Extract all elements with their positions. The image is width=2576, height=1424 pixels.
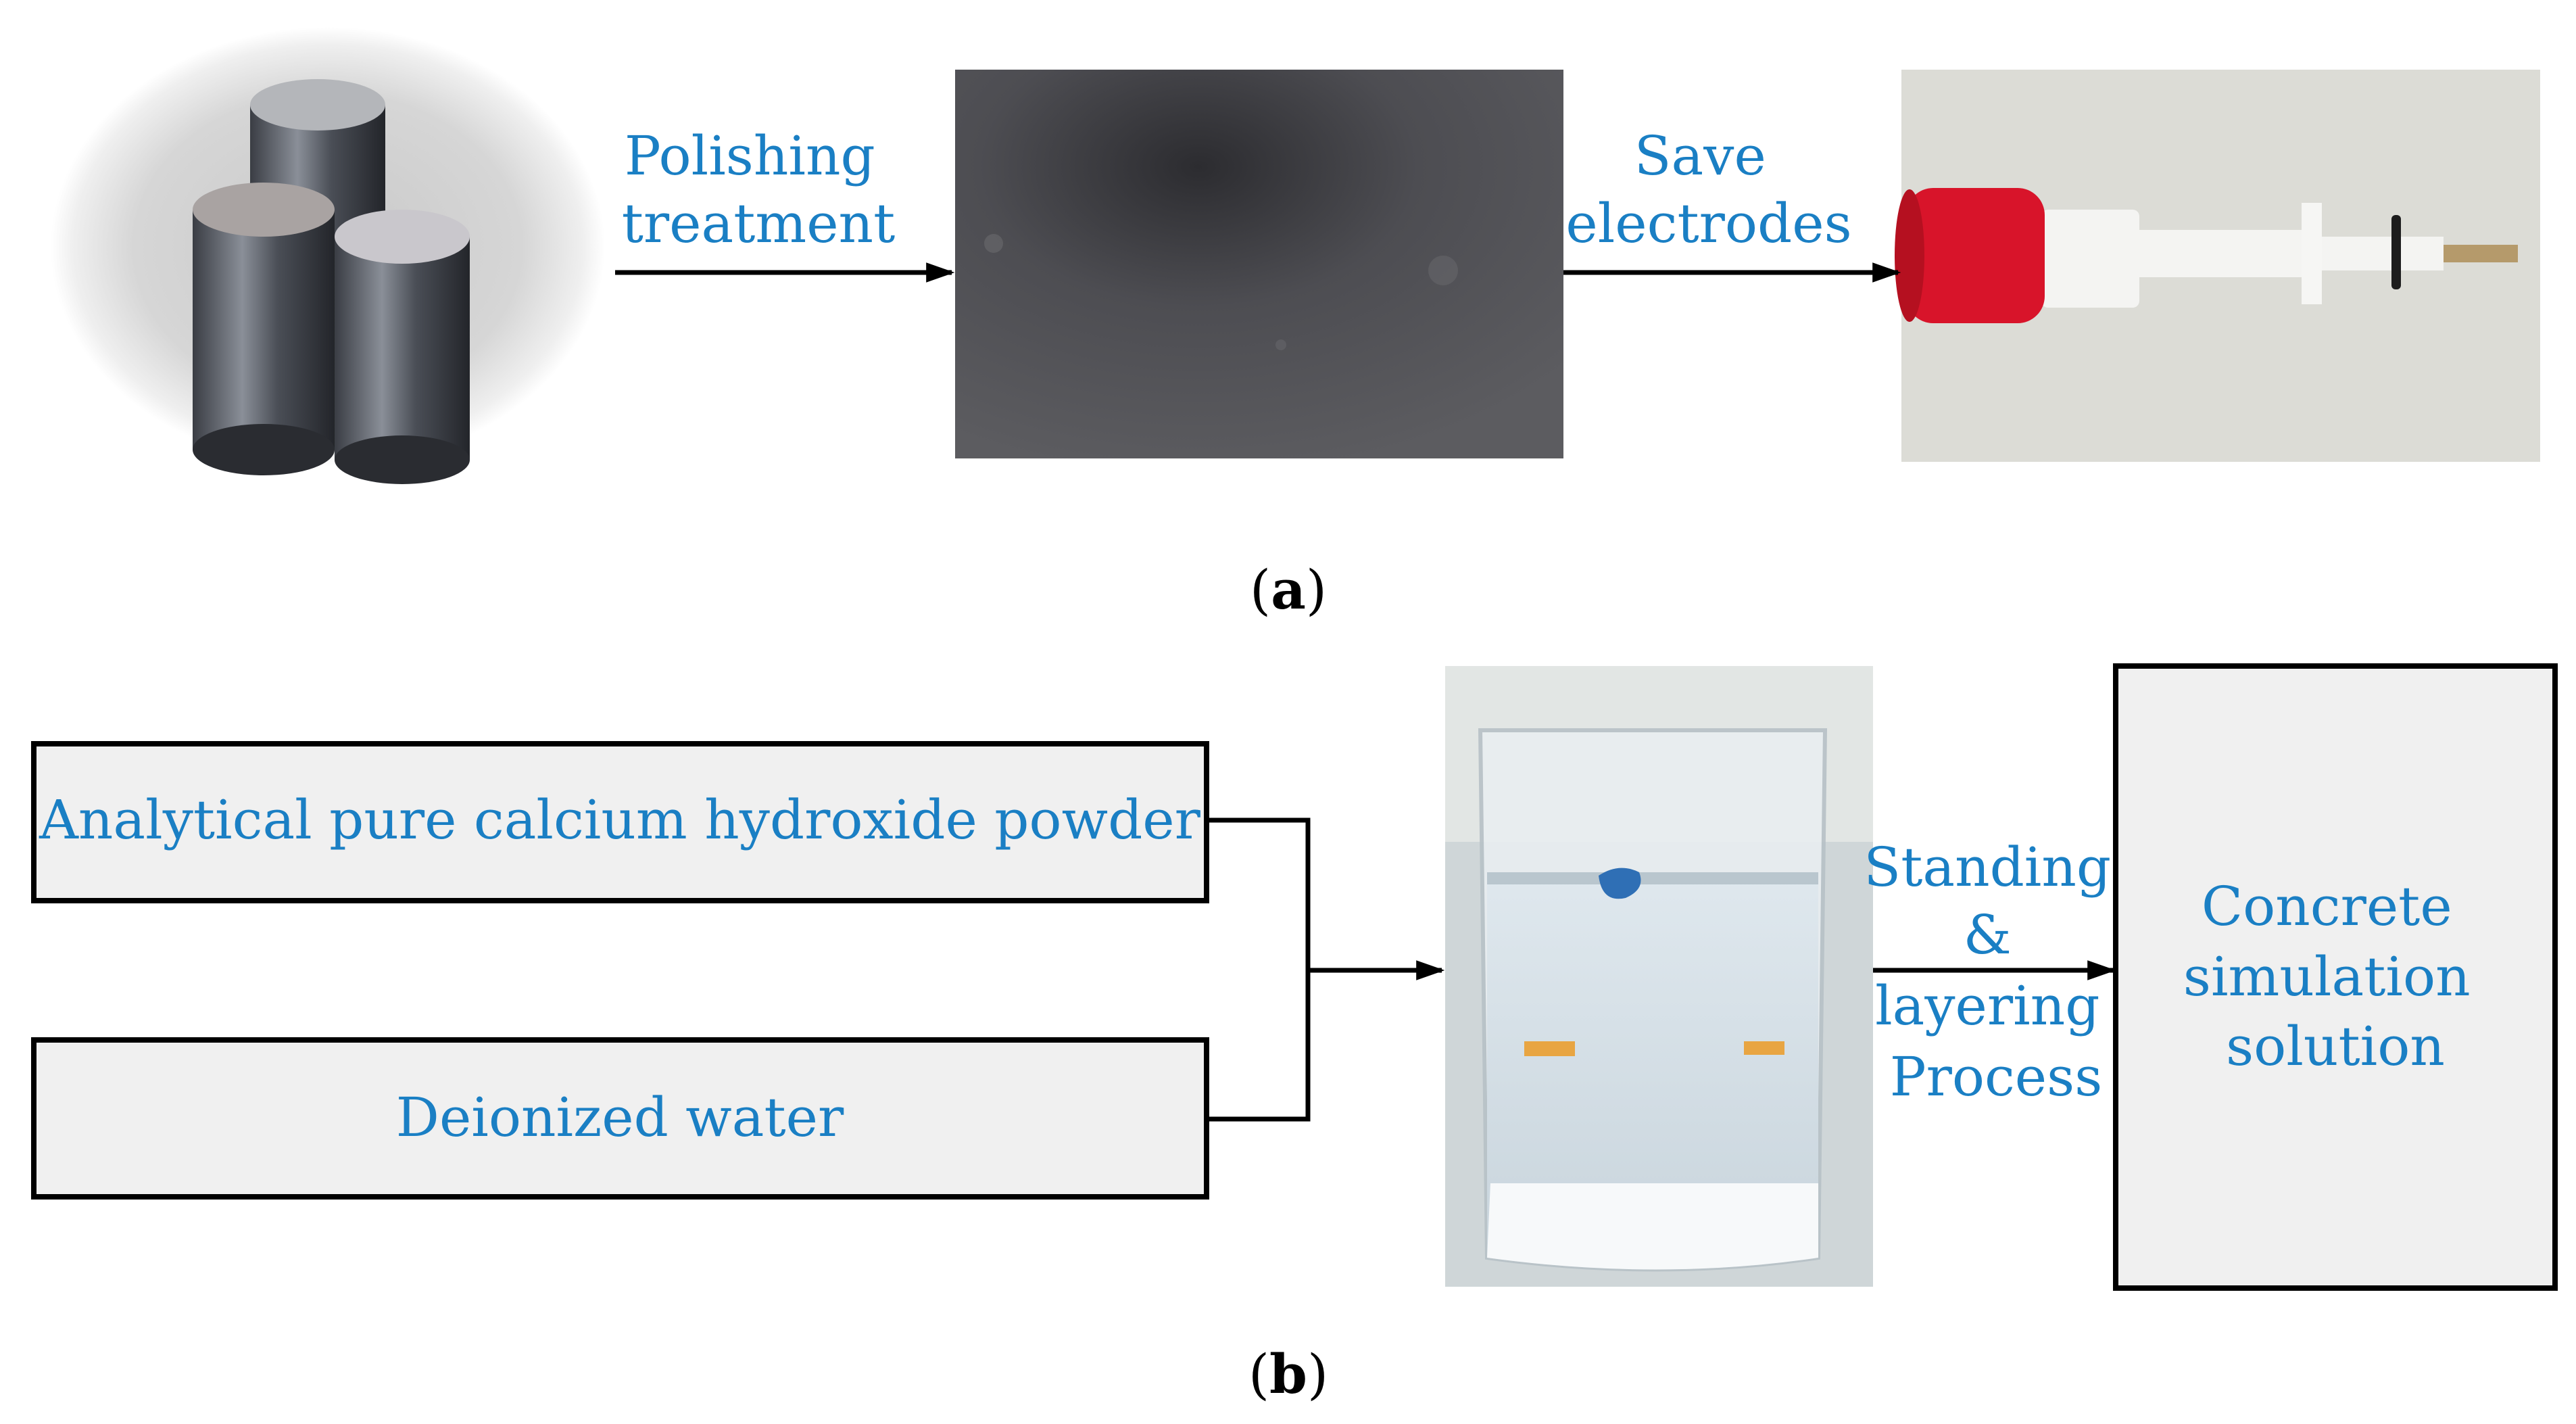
photo-steel-cylinders — [51, 27, 605, 484]
caption-b: (b) — [1248, 1342, 1328, 1406]
label-deionized-water: Deionized water — [396, 1086, 844, 1149]
box-concrete-simulation-solution — [2113, 663, 2558, 1291]
photo-electrode — [1895, 70, 2540, 462]
photo-polished-surface — [955, 70, 1563, 458]
connector-merge — [1207, 817, 1445, 1122]
photo-beaker — [1445, 666, 1873, 1287]
label-calcium-hydroxide: Analytical pure calcium hydroxide powder — [39, 788, 1200, 851]
box-calcium-hydroxide — [31, 741, 1209, 903]
label-concrete-simulation-solution: Concrete simulation solution — [2183, 875, 2487, 1078]
label-standing-layering-process: Standing & layering Process — [1864, 836, 2128, 1108]
label-polishing-treatment: Polishing treatment — [622, 124, 895, 255]
label-save-electrodes: Save electrodes — [1565, 124, 1851, 255]
caption-a: (a) — [1250, 558, 1327, 621]
